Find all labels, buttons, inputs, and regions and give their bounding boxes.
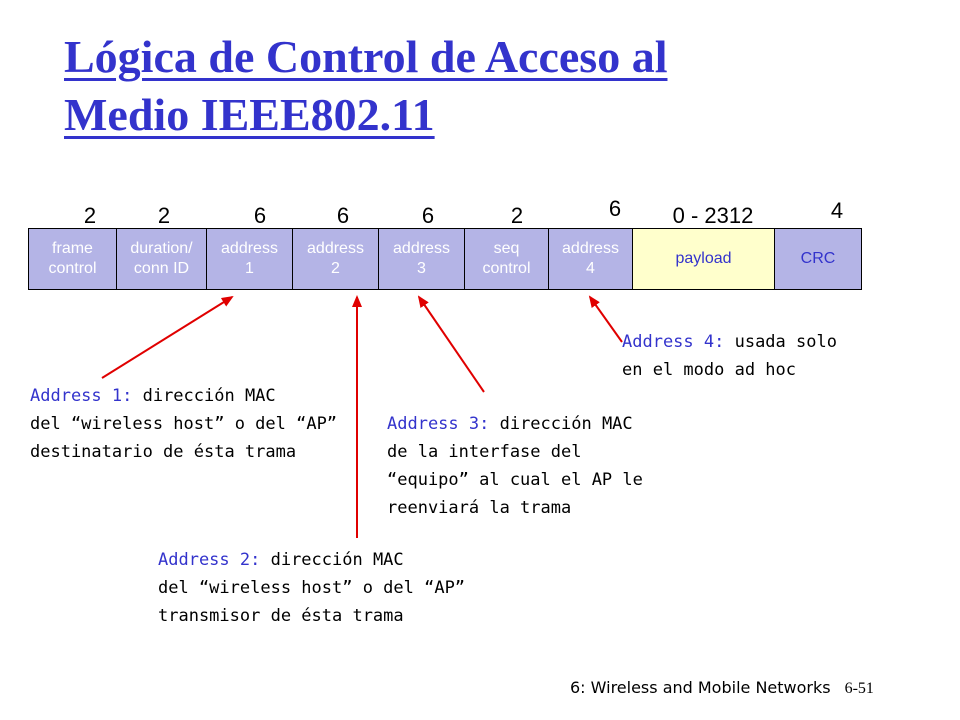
annotation-address-2-label: Address 2:	[158, 550, 261, 570]
field-frame-control: frame control	[29, 229, 117, 289]
field-seq-control: seq control	[465, 229, 549, 289]
annotation-address-3-label: Address 3:	[387, 414, 490, 434]
annotation-address-1: Address 1: dirección MAC del “wireless h…	[30, 382, 337, 466]
title-line-2: Medio IEEE802.11	[64, 89, 435, 140]
annotation-address-1-label: Address 1:	[30, 386, 133, 406]
field-address-1: address 1	[207, 229, 293, 289]
mac-frame: frame control duration/ conn ID address …	[28, 228, 862, 290]
page-number: 6-51	[844, 680, 874, 697]
byte-size-seq-control: 2	[510, 203, 524, 228]
annotation-address-3-text: dirección MAC de la interfase del “equip…	[387, 414, 643, 518]
annotation-address-4-text: usada solo en el modo ad hoc	[622, 332, 837, 380]
title-line-1: Lógica de Control de Acceso al	[64, 31, 668, 82]
annotation-address-2: Address 2: dirección MAC del “wireless h…	[158, 546, 465, 630]
byte-size-address-3: 6	[421, 203, 435, 228]
field-duration-conn-id: duration/ conn ID	[117, 229, 207, 289]
field-crc: CRC	[775, 229, 861, 289]
annotation-address-3: Address 3: dirección MAC de la interfase…	[387, 410, 643, 522]
field-payload: payload	[633, 229, 775, 289]
byte-size-address-2: 6	[336, 203, 350, 228]
field-address-3: address 3	[379, 229, 465, 289]
arrow-address-1	[101, 295, 234, 379]
byte-size-address-4: 6	[608, 196, 622, 221]
byte-size-crc: 4	[830, 198, 844, 223]
annotation-address-2-text: dirección MAC del “wireless host” o del …	[158, 550, 466, 626]
field-address-4: address 4	[549, 229, 633, 289]
byte-size-frame-control: 2	[83, 203, 97, 228]
annotation-address-1-text: dirección MAC del “wireless host” o del …	[30, 386, 338, 462]
byte-size-duration: 2	[157, 203, 171, 228]
footer-chapter: 6: Wireless and Mobile Networks	[570, 678, 831, 697]
annotation-address-4-label: Address 4:	[622, 332, 725, 352]
arrow-address-3	[417, 295, 485, 393]
byte-size-payload: 0 - 2312	[672, 203, 754, 228]
field-address-2: address 2	[293, 229, 379, 289]
annotation-address-4: Address 4: usada solo en el modo ad hoc	[622, 328, 837, 384]
arrow-address-4	[588, 295, 623, 343]
slide-footer: 6: Wireless and Mobile Networks 6-51	[570, 678, 874, 698]
byte-size-address-1: 6	[253, 203, 267, 228]
page-title: Lógica de Control de Acceso al Medio IEE…	[64, 28, 924, 144]
